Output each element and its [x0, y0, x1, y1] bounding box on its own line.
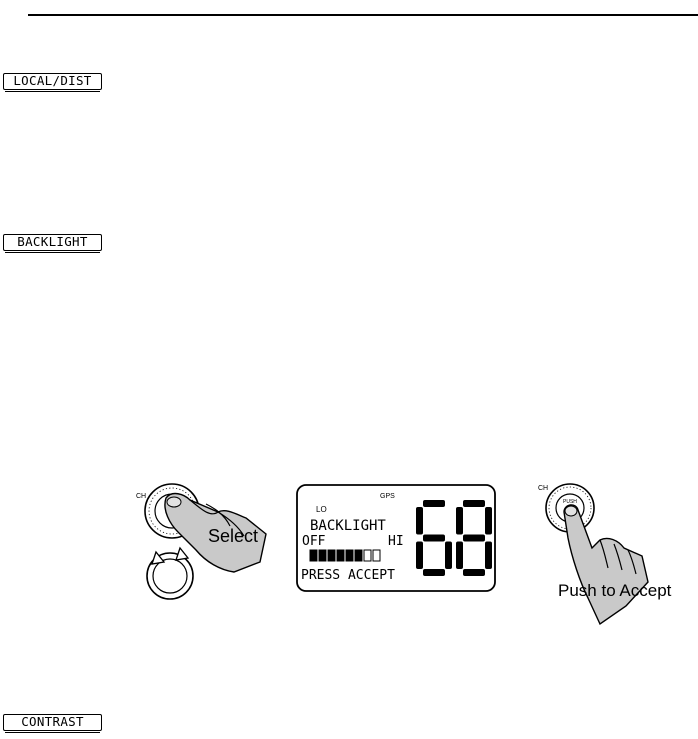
- lcd-channel-digits: [416, 500, 492, 576]
- lcd-level-segment: [354, 549, 363, 562]
- push-knob-illustration: CH PUSH Push to Accept: [530, 478, 698, 628]
- lcd-lo-indicator: LO: [316, 505, 327, 514]
- lcd-hi-label: HI: [388, 534, 404, 549]
- local-dist-key-label: LOCAL/DIST: [13, 73, 92, 89]
- lcd-display: GPS LO BACKLIGHT OFF HI PRESS ACCEPT: [296, 484, 496, 592]
- lcd-level-segment: [309, 549, 318, 562]
- backlight-key[interactable]: BACKLIGHT: [3, 234, 102, 253]
- lcd-prompt: PRESS ACCEPT: [301, 568, 395, 583]
- select-knob-illustration: CH Select: [130, 478, 280, 608]
- push-knob-ch-label: CH: [538, 485, 548, 492]
- pointing-hand-icon: [164, 492, 267, 573]
- backlight-key-label: BACKLIGHT: [17, 234, 88, 250]
- contrast-key[interactable]: CONTRAST: [3, 714, 102, 733]
- lcd-level-segment: [318, 549, 327, 562]
- lcd-gps-indicator: GPS: [380, 493, 395, 500]
- lcd-digit: [456, 500, 492, 576]
- lcd-level-segment: [336, 549, 345, 562]
- pressing-finger-icon: [563, 504, 649, 626]
- rotate-arrow-icon: [146, 546, 194, 600]
- contrast-key-label: CONTRAST: [21, 714, 84, 730]
- lcd-off-label: OFF: [302, 534, 326, 549]
- select-caption: Select: [208, 526, 258, 546]
- push-caption: Push to Accept: [558, 581, 672, 600]
- lcd-level-bar: [309, 549, 381, 562]
- lcd-digit: [416, 500, 452, 576]
- lcd-menu-title: BACKLIGHT: [310, 518, 386, 534]
- top-rule: [28, 14, 698, 16]
- lcd-level-segment: [327, 549, 336, 562]
- lcd-level-segment: [345, 549, 354, 562]
- lcd-level-segment: [363, 549, 372, 562]
- local-dist-key[interactable]: LOCAL/DIST: [3, 73, 102, 92]
- push-knob-center-label: PUSH: [563, 499, 577, 505]
- select-knob-ch-label: CH: [136, 493, 146, 500]
- lcd-level-segment: [372, 549, 381, 562]
